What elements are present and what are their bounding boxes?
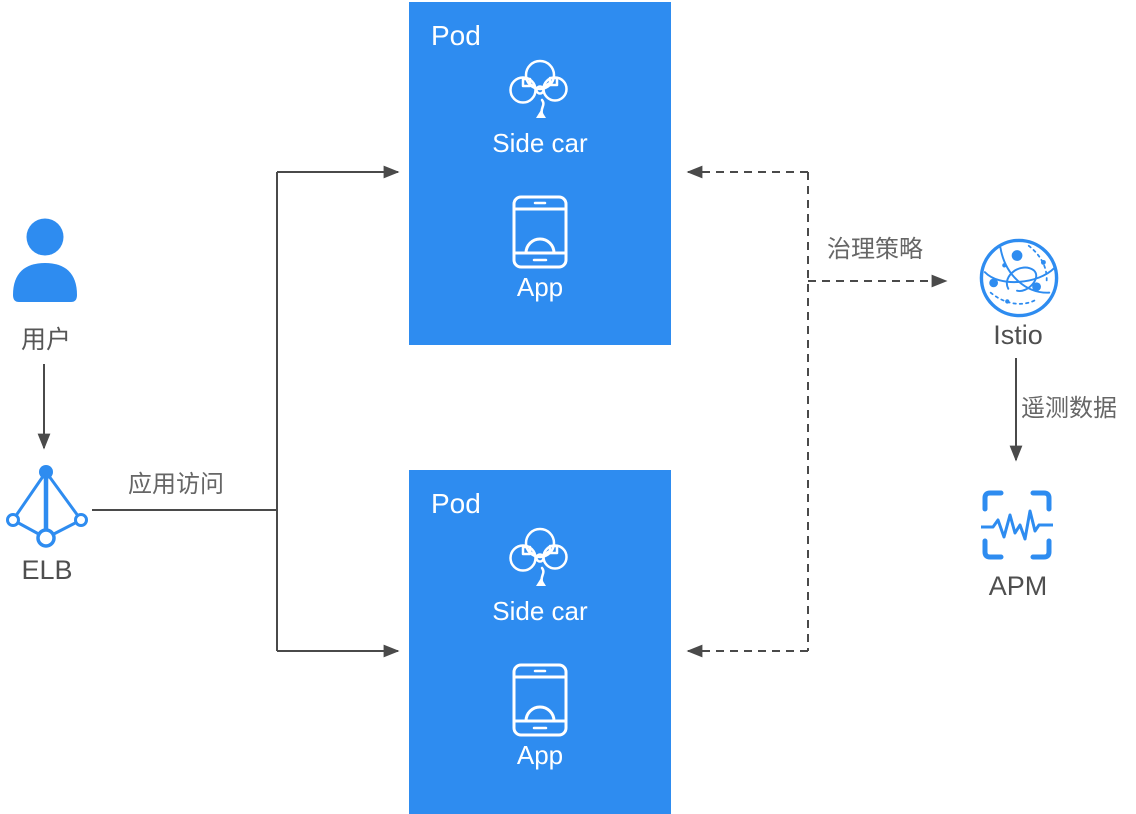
elb-label: ELB: [21, 555, 73, 585]
app-label: App: [516, 272, 564, 302]
istio-label: Istio: [993, 320, 1043, 350]
user-icon: [13, 218, 77, 302]
pod-box-bottom: Pod Side car: [409, 470, 671, 814]
sidecar-icon: [509, 59, 568, 118]
pod-title: Pod: [431, 488, 481, 519]
telemetry-data-label: 遥测数据: [1021, 395, 1117, 422]
sidecar-label: Side car: [492, 596, 588, 626]
app-icon: [512, 195, 568, 269]
governance-policy-label: 治理策略: [827, 236, 923, 263]
app-access-label: 应用访问: [128, 471, 224, 498]
app-icon: [512, 663, 568, 737]
apm-label: APM: [988, 571, 1048, 601]
elb-icon: [6, 465, 88, 548]
app-label: App: [516, 740, 564, 770]
pod-title: Pod: [431, 20, 481, 51]
sidecar-icon: [509, 527, 568, 586]
sidecar-label: Side car: [492, 128, 588, 158]
user-label: 用户: [20, 326, 71, 354]
pod-box-top: Pod Side car: [409, 2, 671, 345]
istio-icon: [979, 238, 1059, 318]
apm-icon: [981, 490, 1053, 560]
